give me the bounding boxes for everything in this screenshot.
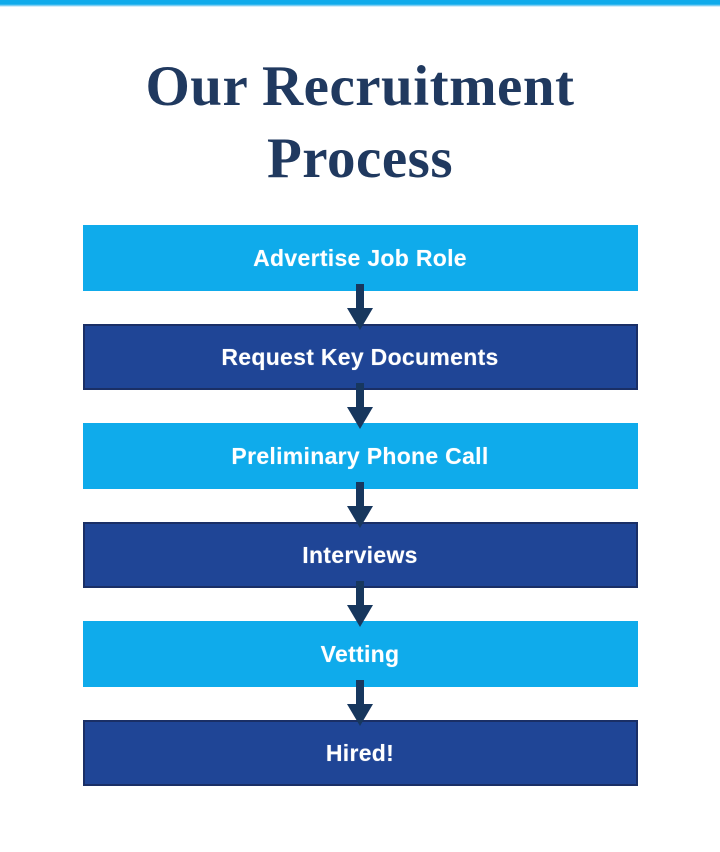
arrow-down-icon: [347, 680, 373, 726]
process-step: Vetting: [82, 621, 638, 687]
process-flow: Advertise Job Role Request Key Documents…: [82, 225, 638, 786]
process-step-label: Hired!: [325, 739, 395, 766]
process-step: Preliminary Phone Call: [82, 423, 638, 489]
top-accent-bar: [0, 0, 720, 7]
process-step-label: Advertise Job Role: [253, 244, 467, 271]
step-connector: [83, 383, 638, 429]
arrow-down-icon: [347, 581, 373, 627]
step-connector: [83, 482, 638, 528]
process-step: Interviews: [82, 522, 638, 588]
process-step-label: Interviews: [302, 541, 418, 568]
process-step: Advertise Job Role: [82, 225, 638, 291]
page-title-line1: Our Recruitment: [145, 55, 575, 118]
page-title: Our Recruitment Process: [0, 51, 720, 195]
process-step: Request Key Documents: [82, 324, 638, 390]
arrow-down-icon: [347, 284, 373, 330]
process-step-label: Request Key Documents: [221, 343, 499, 370]
step-connector: [83, 581, 638, 627]
process-step: Hired!: [82, 720, 638, 786]
step-connector: [83, 680, 638, 726]
arrow-down-icon: [347, 383, 373, 429]
process-step-label: Preliminary Phone Call: [231, 442, 489, 469]
arrow-down-icon: [347, 482, 373, 528]
page-title-line2: Process: [266, 127, 454, 190]
process-step-label: Vetting: [320, 640, 400, 667]
step-connector: [83, 284, 638, 330]
